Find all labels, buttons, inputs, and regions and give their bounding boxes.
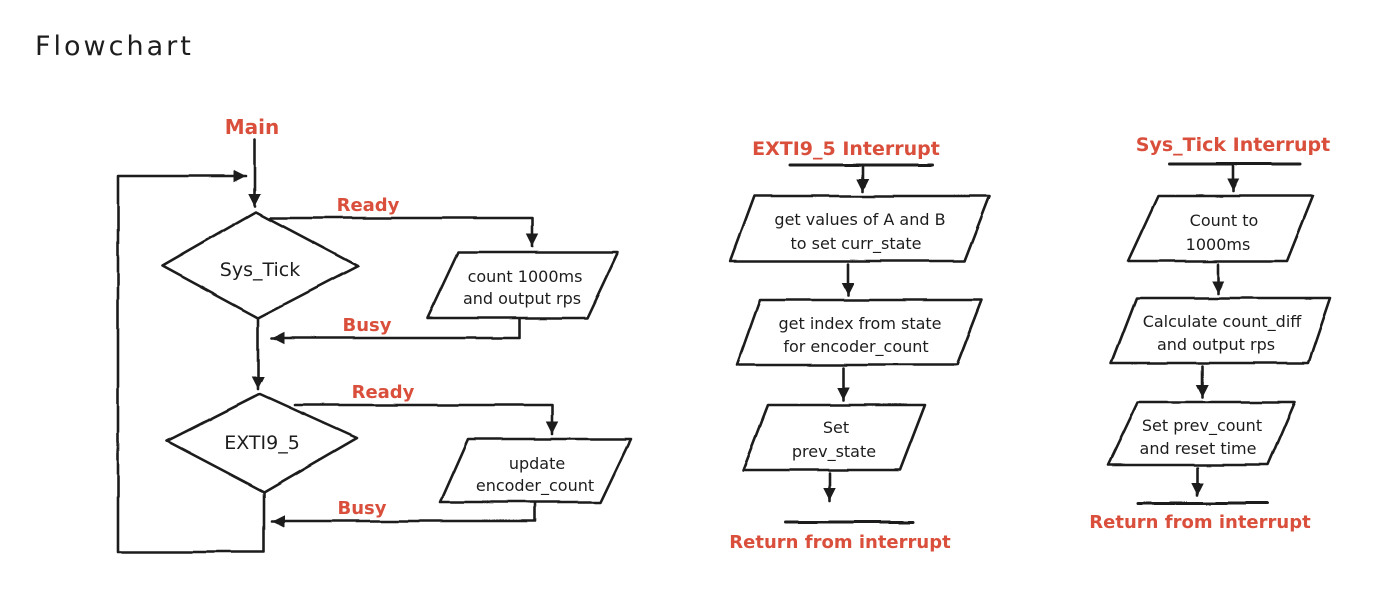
count-output-line2: and output rps (463, 289, 581, 308)
sys-tick-busy-label: Busy (343, 315, 392, 336)
exti-busy-arrow (270, 500, 537, 528)
exti-set-prev-state-line1: Set (823, 418, 849, 437)
count-output-process-shape (425, 250, 620, 320)
exti-busy-label: Busy (338, 498, 387, 519)
page-title: Flowchart (35, 31, 194, 62)
sys-tick-decision-shape (160, 210, 360, 320)
main-entry-label: Main (225, 115, 280, 139)
systick-calculate-shape (1109, 296, 1332, 365)
exti-get-index-line1: get index from state (778, 314, 941, 333)
sys-tick-ready-arrow (268, 216, 539, 248)
exti-get-index-line2: for encoder_count (783, 337, 928, 357)
update-encoder-process-shape (438, 437, 632, 504)
exti-decision-label: EXTI9_5 (224, 432, 300, 454)
sys-tick-decision-label: Sys_Tick (220, 259, 300, 281)
count-output-line1: count 1000ms (468, 267, 583, 286)
systick-set-prev-count-shape (1106, 400, 1297, 467)
systick-count-line2: 1000ms (1186, 235, 1251, 254)
systick-count-line1: Count to (1190, 211, 1259, 230)
systick-set-prev-count-line1: Set prev_count (1142, 416, 1262, 436)
systick-calculate-line1: Calculate count_diff (1143, 312, 1303, 332)
sys-tick-busy-arrow (270, 316, 522, 345)
exti-return-label: Return from interrupt (729, 532, 951, 553)
systick-set-prev-count-line2: and reset time (1140, 439, 1257, 458)
exti-ready-label: Ready (352, 382, 415, 403)
systick-flow-title: Sys_Tick Interrupt (1136, 134, 1330, 156)
main-loop-return-arrow (116, 169, 266, 554)
exti-read-inputs-line1: get values of A and B (774, 210, 945, 229)
systick-count-shape (1126, 194, 1315, 263)
exti-flow-title: EXTI9_5 Interrupt (752, 138, 940, 160)
update-encoder-line2: encoder_count (476, 476, 594, 496)
sys-tick-ready-label: Ready (337, 195, 400, 216)
exti-read-inputs-shape (728, 194, 992, 263)
exti-read-inputs-line2: to set curr_state (790, 234, 921, 254)
exti-ready-arrow (293, 403, 559, 436)
exti-set-prev-state-line2: prev_state (792, 442, 876, 462)
exti-get-index-shape (735, 298, 984, 367)
systick-calculate-line2: and output rps (1157, 335, 1275, 354)
exti-decision-shape (165, 392, 359, 494)
update-encoder-line1: update (509, 454, 565, 473)
exti-set-prev-state-shape (741, 403, 927, 472)
systick-return-label: Return from interrupt (1089, 512, 1311, 533)
